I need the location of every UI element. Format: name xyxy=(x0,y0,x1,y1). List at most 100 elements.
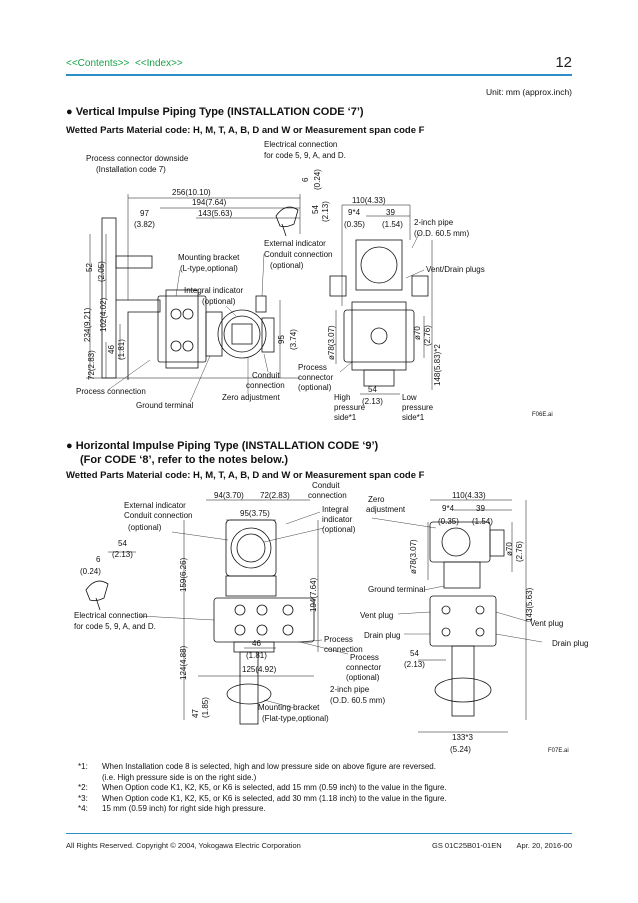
section2-heading-note: (For CODE ‘8’, refer to the notes below.… xyxy=(80,454,289,466)
note-row: *4:15 mm (0.59 inch) for right side high… xyxy=(78,804,266,814)
s2-pconn-1: Process xyxy=(350,653,379,662)
s2-elec-2: for code 5, 9, A, and D. xyxy=(74,622,156,631)
s2-dim-9-in: (0.35) xyxy=(438,517,459,526)
s2-dim-143: 143(5.63) xyxy=(525,587,534,622)
s2-dim-133: 133*3 xyxy=(452,733,473,742)
s2-dim-39-in: (1.54) xyxy=(472,517,493,526)
s2-dim-39: 39 xyxy=(476,504,485,513)
s2-ext-1: External indicator xyxy=(124,501,186,510)
s1-dim-9: 9*4 xyxy=(348,208,361,217)
s1-elec-1: Electrical connection xyxy=(264,140,337,149)
index-link[interactable]: <<Index>> xyxy=(134,58,183,69)
s2-elec-1: Electrical connection xyxy=(74,611,147,620)
s1-pipe-2: (O.D. 60.5 mm) xyxy=(414,229,469,238)
s1-dim-95: 95 xyxy=(277,335,286,344)
s1-dim-234: 234(9.21) xyxy=(83,307,92,342)
s2-dim-46: 46 xyxy=(252,639,261,648)
s2-dim-54-in: (2.13) xyxy=(112,550,133,559)
s1-proc-conn: Process connection xyxy=(76,387,146,396)
s1-dim-78: ø78(3.07) xyxy=(327,325,336,360)
s2-dim-54b-in: (2.13) xyxy=(404,660,425,669)
s1-dim-95-in: (3.74) xyxy=(289,329,298,350)
s1-elec-2: for code 5, 9, A, and D. xyxy=(264,151,346,160)
s1-high-2: pressure xyxy=(334,403,366,412)
s1-pc-down-2: (Installation code 7) xyxy=(96,165,166,174)
s1-conduit-1: Conduit xyxy=(252,371,280,380)
s1-dim-39: 39 xyxy=(386,208,395,217)
s2-dim-46-in: (1.81) xyxy=(246,651,267,660)
s1-dim-52: 52 xyxy=(85,263,94,272)
doc-date: Apr. 20, 2016-00 xyxy=(516,841,572,850)
s1-dim-97: 97 xyxy=(140,209,149,218)
s1-dim-97-in: (3.82) xyxy=(134,220,155,229)
s2-dim-54b: 54 xyxy=(410,649,419,658)
s1-dim-143: 143(5.63) xyxy=(198,209,233,218)
s2-pconn-2: connector xyxy=(346,663,381,672)
s1-dim-52-in: (2.05) xyxy=(97,261,106,282)
section1-heading: ● Vertical Impulse Piping Type (INSTALLA… xyxy=(66,106,364,118)
s2-drain-left: Drain plug xyxy=(364,631,400,640)
s2-drain-right: Drain plug xyxy=(552,639,588,648)
note-row: *1:When Installation code 8 is selected,… xyxy=(78,762,436,771)
s1-pconn-1: Process xyxy=(298,363,327,372)
s1-dim-6: 6 xyxy=(301,177,310,182)
s2-dim-125: 125(4.92) xyxy=(242,665,277,674)
s1-pipe-1: 2-inch pipe xyxy=(414,218,454,227)
s2-dim-124: 124(4.88) xyxy=(179,645,188,680)
s2-dim-72: 72(2.83) xyxy=(260,491,290,500)
s2-dim-78: ø78(3.07) xyxy=(409,539,418,574)
note-row: *3:When Option code K1, K2, K5, or K6 is… xyxy=(78,793,447,803)
s1-high-3: side*1 xyxy=(334,413,357,422)
s2-pc-2: connection xyxy=(324,645,363,654)
s2-dim-94: 94(3.70) xyxy=(214,491,244,500)
s1-vent-drain: Vent/Drain plugs xyxy=(426,265,485,274)
nav-links: <<Contents>> <<Index>> xyxy=(66,58,183,69)
s1-bracket-1: Mounting bracket xyxy=(178,253,240,262)
s2-dim-47-in: (1.85) xyxy=(201,697,210,718)
s1-dim-256: 256(10.10) xyxy=(172,188,211,197)
s2-dim-95: 95(3.75) xyxy=(240,509,270,518)
s1-dim-110: 110(4.33) xyxy=(352,196,386,205)
s2-dim-70: ø70 xyxy=(505,542,514,556)
s2-conduit-1: Conduit xyxy=(312,481,340,490)
s1-dim-46: 46 xyxy=(107,345,116,354)
s2-bracket-1: Mounting bracket xyxy=(258,703,320,712)
s2-int-1: Integral xyxy=(322,505,349,514)
s1-zero: Zero adjustment xyxy=(222,393,281,402)
s1-dim-6-in: (0.24) xyxy=(313,169,322,190)
doc-id: GS 01C25B01-01EN xyxy=(432,841,502,850)
s1-dim-72: 72(2.83) xyxy=(87,350,96,380)
s2-dim-194: 194(7.64) xyxy=(309,577,318,612)
s1-dim-39-in: (1.54) xyxy=(382,220,403,229)
s1-ext-1: External indicator xyxy=(264,239,326,248)
s1-int-1: Integral indicator xyxy=(184,286,243,295)
s2-pipe-2: (O.D. 60.5 mm) xyxy=(330,696,385,705)
s2-dim-159: 159(6.26) xyxy=(179,557,188,592)
s2-dim-54: 54 xyxy=(118,539,127,548)
note-row: (i.e. High pressure side is on the right… xyxy=(102,772,257,782)
s2-dim-70-in: (2.76) xyxy=(515,541,524,562)
s1-ground: Ground terminal xyxy=(136,401,194,410)
s2-dim-133-in: (5.24) xyxy=(450,745,471,754)
s1-dim-148: 148(5.83)*2 xyxy=(433,344,442,386)
s2-int-3: (optional) xyxy=(322,525,356,534)
s2-vent-right: Vent plug xyxy=(530,619,563,628)
s2-conduit-2: connection xyxy=(308,491,347,500)
contents-link[interactable]: <<Contents>> xyxy=(66,58,130,69)
s1-bracket-2: (L-type,optional) xyxy=(180,264,238,273)
s2-ext-3: (optional) xyxy=(128,523,162,532)
note-row: *2:When Option code K1, K2, K5, or K6 is… xyxy=(78,783,447,793)
s1-dim-9-in: (0.35) xyxy=(344,220,365,229)
s1-pc-down-1: Process connector downside xyxy=(86,154,189,163)
s1-fig-id: F06E.ai xyxy=(532,412,553,418)
s2-pipe-1: 2-inch pipe xyxy=(330,685,370,694)
s2-dim-9: 9*4 xyxy=(442,504,455,513)
s1-high-1: High xyxy=(334,393,350,402)
s1-dim-194: 194(7.64) xyxy=(192,198,227,207)
s2-dim-6: 6 xyxy=(96,555,101,564)
s2-vent-left: Vent plug xyxy=(360,611,393,620)
s2-dim-110: 110(4.33) xyxy=(452,491,486,500)
s1-ext-2: Conduit connection xyxy=(264,250,333,259)
